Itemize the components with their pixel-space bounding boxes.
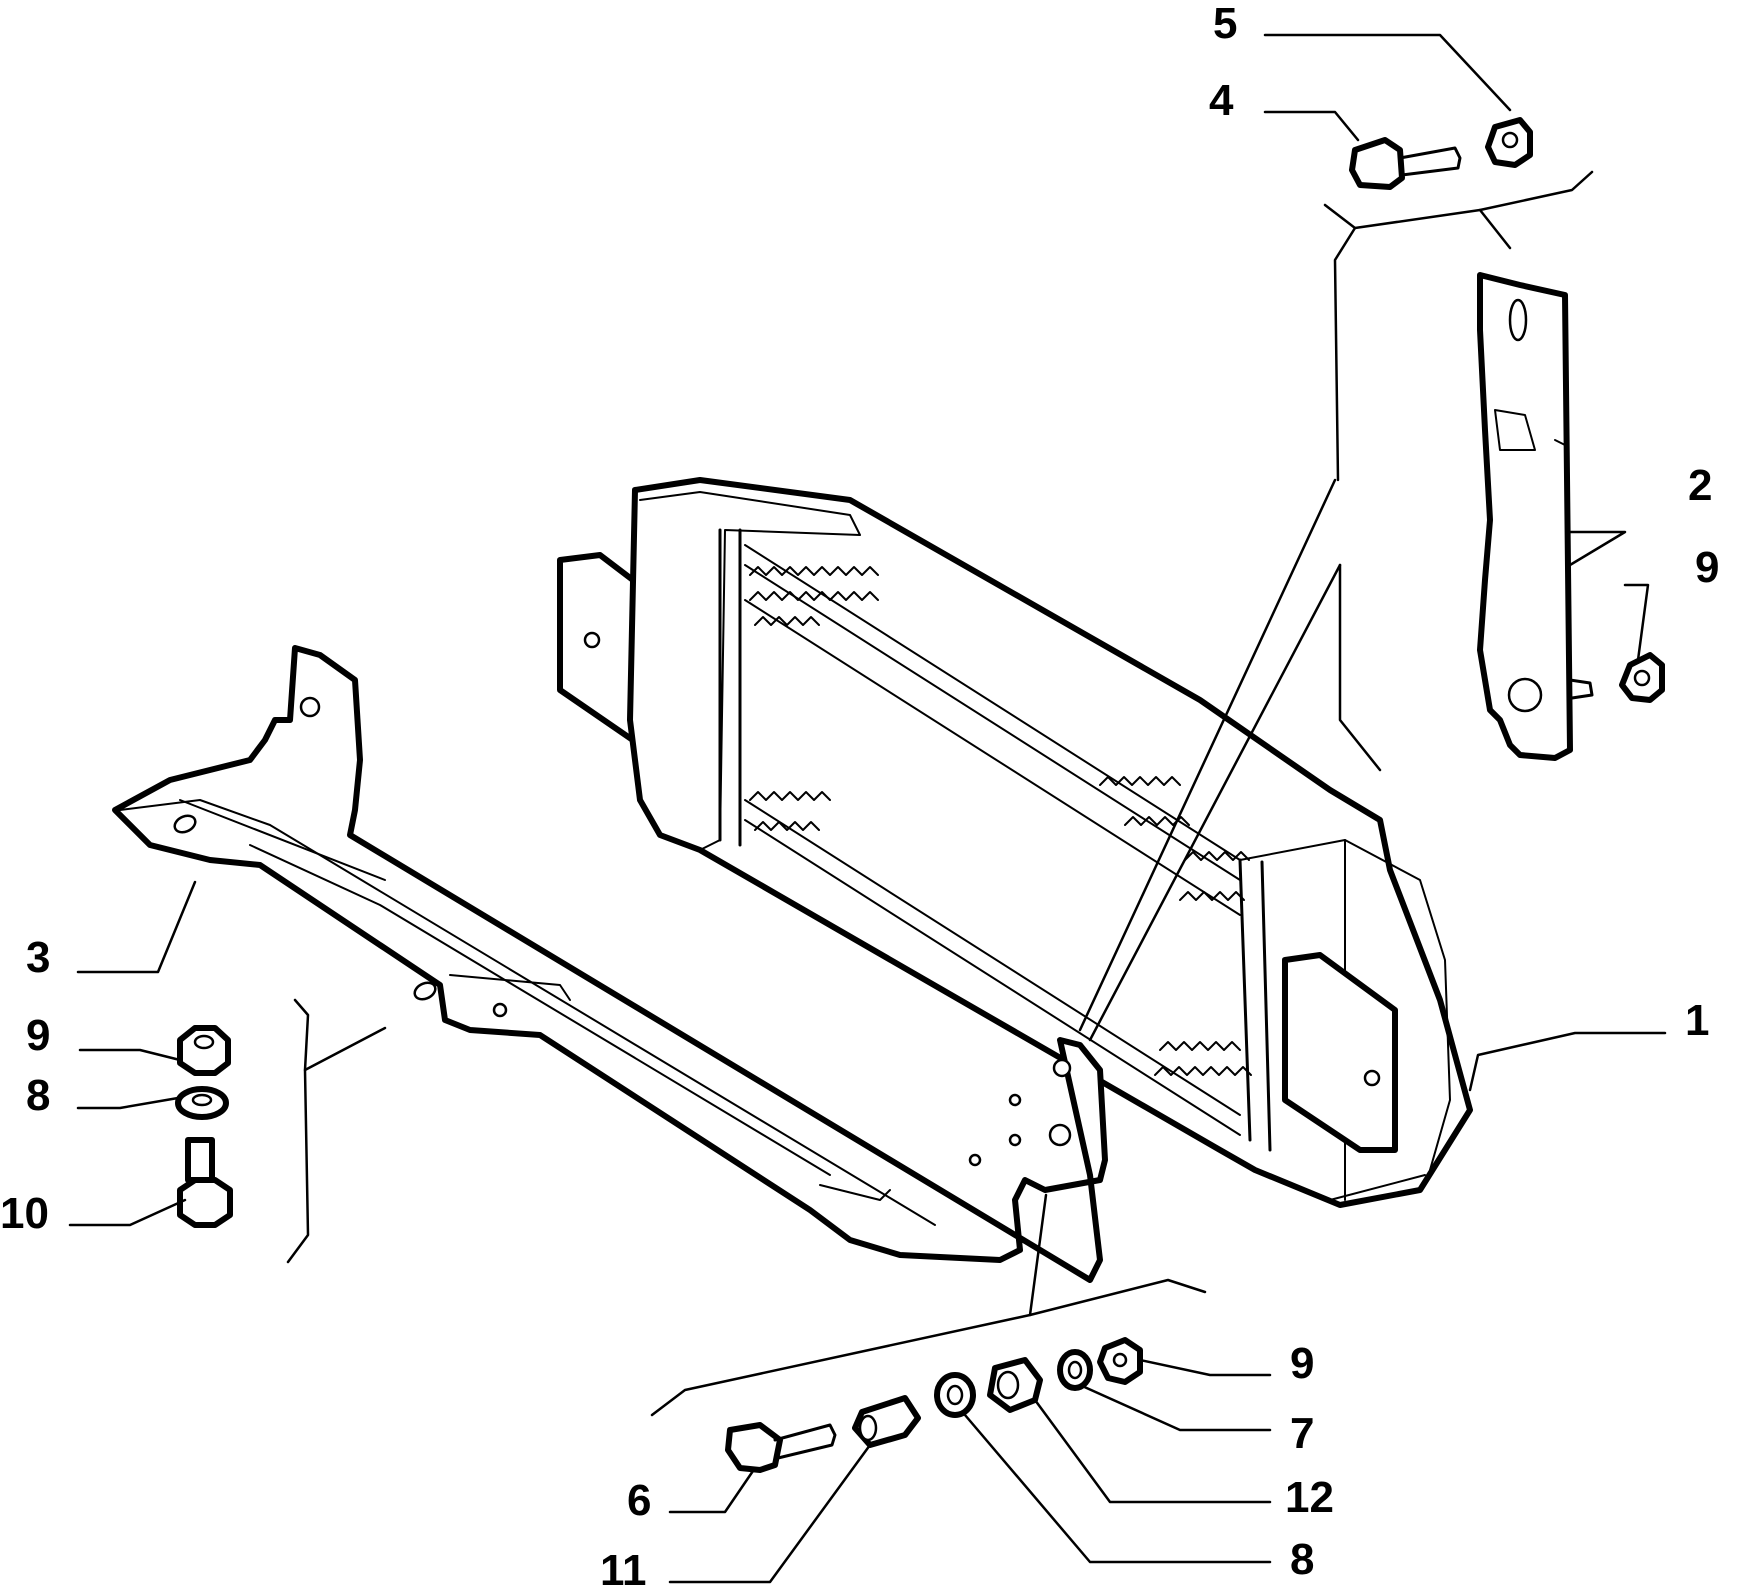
washer-left — [175, 1086, 229, 1120]
intercooler-core — [557, 477, 1473, 1208]
callout-4: 4 — [1209, 76, 1234, 125]
washer-bottom — [934, 1372, 976, 1418]
hex-nut-bottom — [1097, 1337, 1143, 1385]
callout-1: 1 — [1685, 996, 1709, 1045]
leader-lines — [68, 33, 1667, 1584]
callout-8-left: 8 — [26, 1071, 50, 1120]
callout-9-strap: 9 — [1695, 543, 1719, 592]
callout-7: 7 — [1290, 1409, 1314, 1458]
bolt-bottom — [725, 1422, 837, 1473]
hex-bolt-top — [1349, 137, 1462, 190]
callout-5: 5 — [1213, 0, 1237, 48]
callout-9-bottom: 9 — [1290, 1339, 1314, 1388]
callout-6: 6 — [627, 1476, 651, 1525]
rubber-bush — [987, 1357, 1043, 1413]
callout-12: 12 — [1285, 1473, 1334, 1522]
hex-nut-top — [1485, 117, 1533, 168]
callout-9-left: 9 — [26, 1011, 50, 1060]
strap-bracket — [1477, 272, 1594, 761]
callout-8-bottom: 8 — [1290, 1535, 1314, 1584]
callout-11: 11 — [600, 1546, 647, 1587]
spacer-sleeve — [852, 1395, 921, 1448]
hex-nut-strap — [1619, 652, 1665, 703]
callout-10: 10 — [0, 1189, 49, 1238]
hex-nut-left — [177, 1025, 231, 1076]
lower-bracket — [112, 645, 1108, 1283]
callout-2: 2 — [1688, 461, 1712, 510]
callout-3: 3 — [26, 933, 50, 982]
spring-washer — [1057, 1349, 1093, 1391]
cap-screw-left — [177, 1137, 233, 1228]
assembly-lines — [286, 170, 1594, 1417]
